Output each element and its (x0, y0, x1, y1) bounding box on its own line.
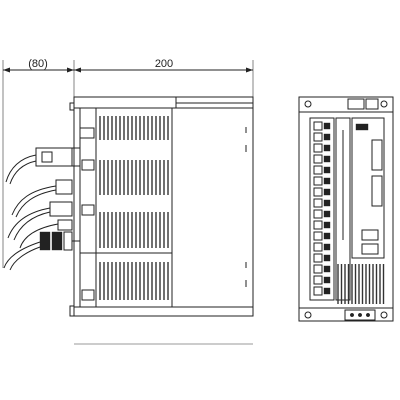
terminal-screw (313, 198, 323, 208)
side-view (3, 96, 254, 317)
terminal-slot (323, 199, 331, 207)
terminal-slot (323, 188, 331, 196)
vent-group-3 (99, 212, 169, 248)
terminal-slot (323, 155, 331, 163)
logo-mark-icon (355, 123, 369, 131)
connector-plugs (35, 127, 95, 301)
terminal-slot (323, 243, 331, 251)
terminal-screw (313, 209, 323, 219)
terminal-screw (313, 132, 323, 142)
dimension-label-200: 200 (155, 58, 173, 70)
terminal-screw (313, 264, 323, 274)
terminal-screw (313, 253, 323, 263)
terminal-screw (313, 143, 323, 153)
terminal-screw (313, 286, 323, 296)
dimension-label-80: (80) (28, 58, 48, 70)
mount-hole-icon (304, 100, 312, 108)
terminal-slot (323, 265, 331, 273)
mount-hole-icon (380, 311, 388, 319)
terminal-slot (323, 232, 331, 240)
terminal-screw (313, 176, 323, 186)
terminal-slot (323, 254, 331, 262)
terminal-slot (323, 177, 331, 185)
terminal-screw (313, 154, 323, 164)
terminal-screw (313, 165, 323, 175)
terminal-screw (313, 231, 323, 241)
mount-hole-icon (304, 311, 312, 319)
vent-group-2 (99, 160, 169, 195)
dimension-200: 200 (74, 58, 254, 100)
terminal-screw (313, 187, 323, 197)
terminal-block (313, 121, 331, 296)
vent-group-4 (99, 262, 169, 300)
terminal-slot (323, 221, 331, 229)
terminal-slot (323, 122, 331, 130)
terminal-slot (323, 166, 331, 174)
dimension-80: (80) (2, 58, 75, 268)
front-vent-grille (337, 264, 385, 304)
mount-hole-icon (380, 100, 388, 108)
vent-group-1 (99, 116, 169, 140)
front-view (298, 96, 394, 322)
terminal-slot (323, 144, 331, 152)
terminal-screw (313, 275, 323, 285)
terminal-screw (313, 121, 323, 131)
terminal-screw (313, 220, 323, 230)
terminal-screw (313, 242, 323, 252)
terminal-slot (323, 276, 331, 284)
terminal-slot (323, 287, 331, 295)
terminal-slot (323, 210, 331, 218)
cables (3, 154, 59, 271)
terminal-slot (323, 133, 331, 141)
